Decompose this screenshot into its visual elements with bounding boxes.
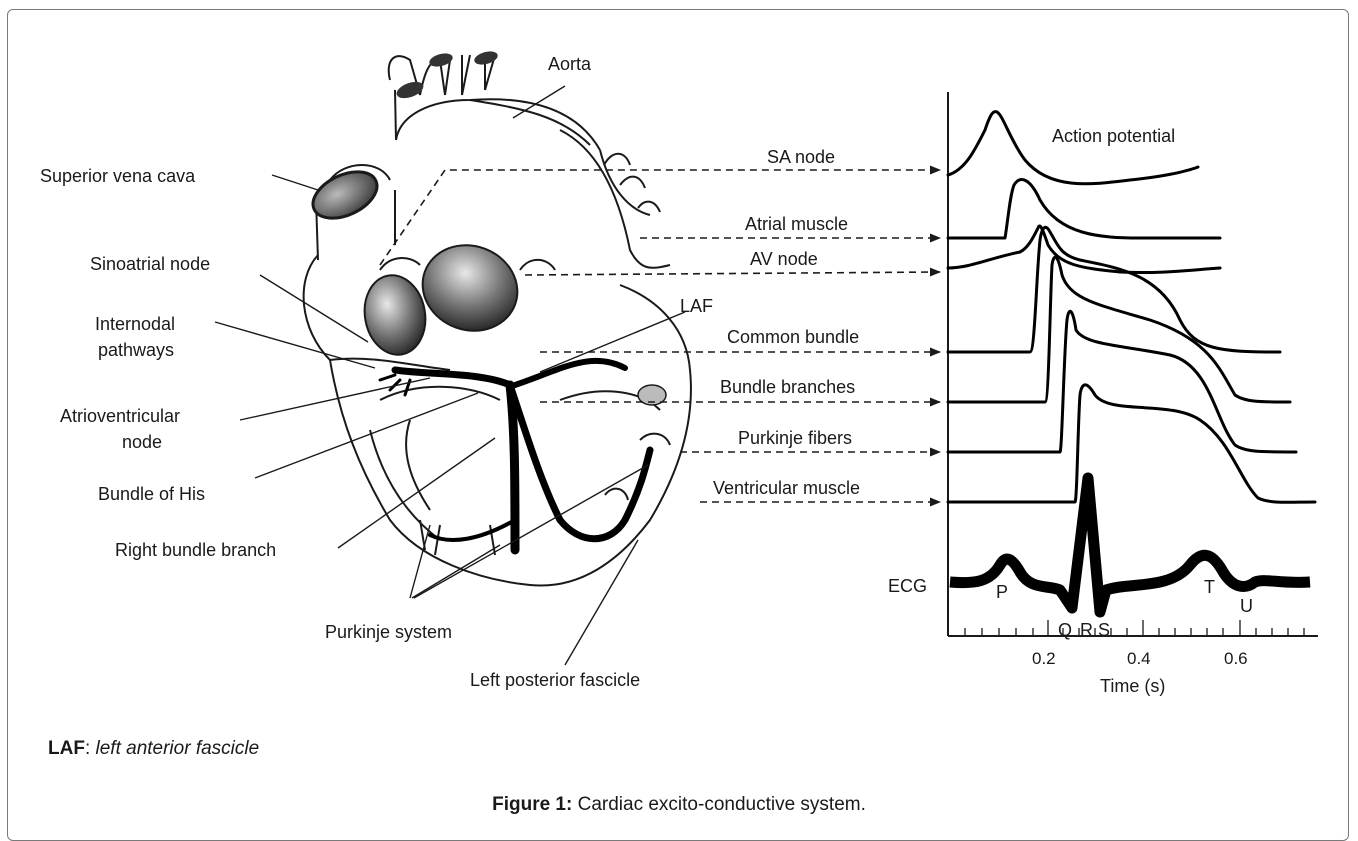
trace-label-common-bundle: Common bundle (727, 327, 859, 347)
label-right-bundle-branch: Right bundle branch (115, 540, 276, 560)
legend-separator: : (85, 738, 96, 759)
ecg-label: ECG (888, 576, 927, 596)
leader-lpf (565, 540, 638, 665)
vessel-opening (394, 79, 425, 102)
label-bundle-of-his: Bundle of His (98, 484, 205, 504)
x-tick-label-0.6: 0.6 (1224, 649, 1248, 668)
ecg-wave-u: U (1240, 596, 1253, 616)
trace-label-av-node: AV node (750, 249, 818, 269)
label-action-potential: Action potential (1052, 126, 1175, 146)
waveform-bundle-branches (948, 257, 1290, 402)
trace-label-ventricular-muscle: Ventricular muscle (713, 478, 860, 498)
leader-sinoatrial (260, 275, 368, 342)
caption-label: Figure 1: (492, 794, 572, 815)
legend-key: LAF (48, 738, 85, 759)
legend: LAF: left anterior fascicle (48, 738, 259, 760)
waveform-common-bundle (948, 227, 1280, 352)
label-purkinje-system: Purkinje system (325, 622, 452, 642)
trace-label-sa-node: SA node (767, 147, 835, 167)
x-axis-title: Time (s) (1100, 676, 1165, 696)
legend-definition: left anterior fascicle (96, 738, 260, 759)
figure-caption: Figure 1: Cardiac excito-conductive syst… (0, 794, 1358, 816)
x-axis (948, 620, 1318, 636)
mitral-valve (411, 232, 530, 344)
label-internodal-line2: pathways (98, 340, 174, 360)
caption-text: Cardiac excito-conductive system. (572, 794, 866, 815)
heart-labels: Aorta Superior vena cava Sinoatrial node… (40, 54, 713, 690)
waveform-atrial-muscle (948, 180, 1220, 238)
action-potential-panel: Action potential SA node Atrial muscle A… (713, 92, 1318, 696)
label-aorta: Aorta (548, 54, 592, 74)
leader-purkinje-b (412, 545, 500, 598)
x-axis-ticks (965, 620, 1304, 636)
leader-svc (272, 175, 318, 190)
x-tick-label-0.4: 0.4 (1127, 649, 1151, 668)
trace-label-atrial-muscle: Atrial muscle (745, 214, 848, 234)
leader-purkinje-a (410, 525, 430, 598)
tricuspid-valve (359, 270, 432, 359)
arrow-av-node (525, 272, 940, 275)
label-sinoatrial-node: Sinoatrial node (90, 254, 210, 274)
ecg-wave-t: T (1204, 577, 1215, 597)
trace-label-purkinje-fibers: Purkinje fibers (738, 428, 852, 448)
waveform-sa-node (948, 112, 1198, 184)
x-tick-label-0.2: 0.2 (1032, 649, 1056, 668)
leader-internodal (215, 322, 375, 368)
label-atrioventricular-line1: Atrioventricular (60, 406, 180, 426)
waveform-purkinje-fibers (948, 311, 1296, 452)
trace-label-bundle-branches: Bundle branches (720, 377, 855, 397)
label-left-posterior-fascicle: Left posterior fascicle (470, 670, 640, 690)
label-superior-vena-cava: Superior vena cava (40, 166, 196, 186)
label-laf: LAF (680, 296, 713, 316)
leader-right-bundle (338, 438, 495, 548)
leader-his (255, 393, 478, 478)
label-atrioventricular-line2: node (122, 432, 162, 452)
label-internodal-line1: Internodal (95, 314, 175, 334)
ecg-wave-p: P (996, 582, 1008, 602)
